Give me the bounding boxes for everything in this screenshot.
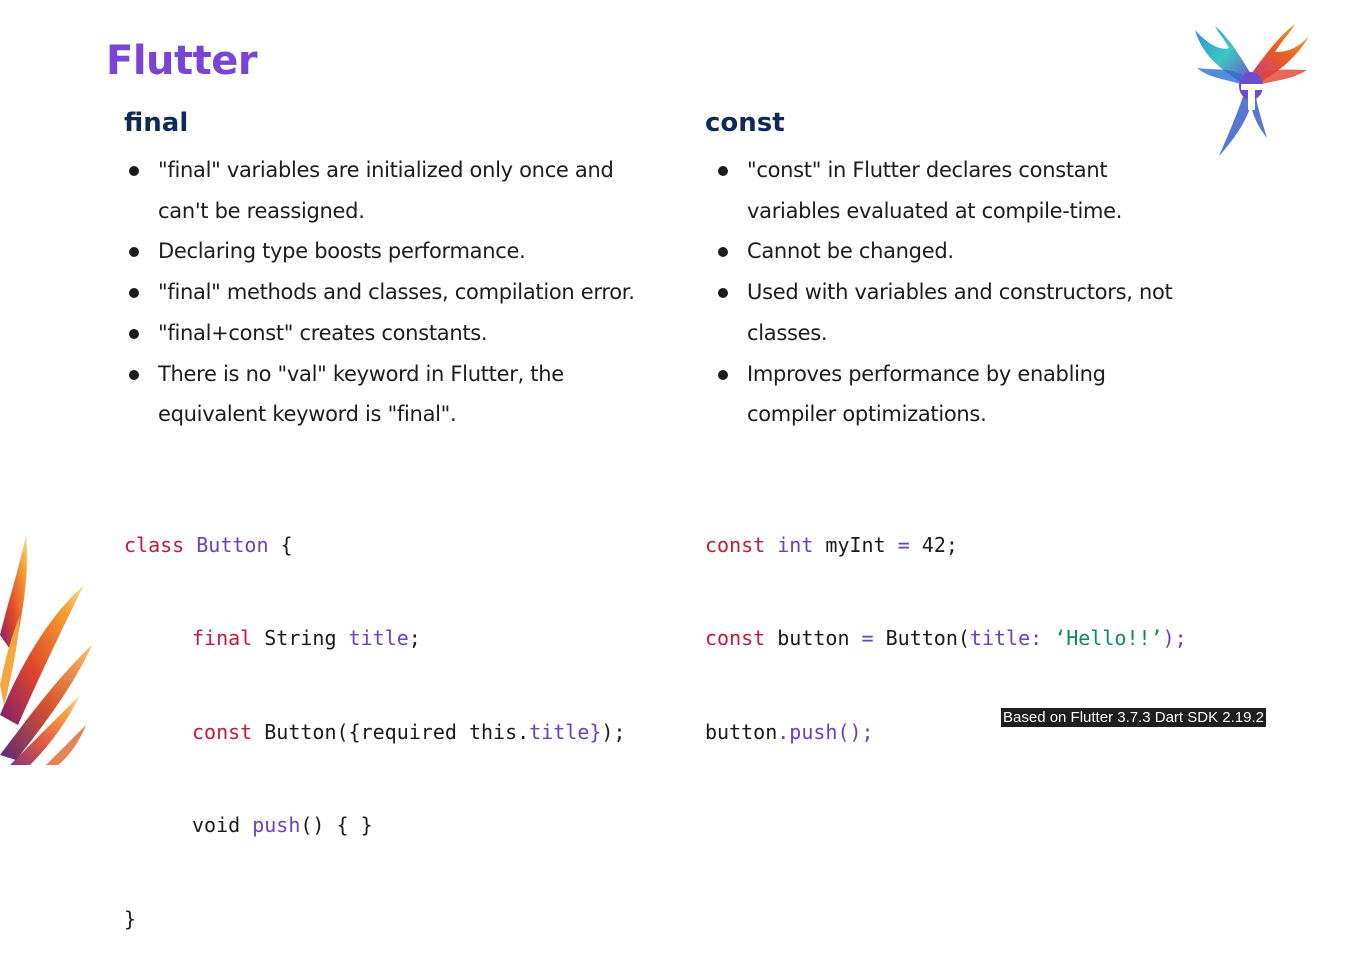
code-line: final String title; xyxy=(124,616,626,661)
code-method: push xyxy=(252,813,301,838)
const-bullet-list: "const" in Flutter declares constant var… xyxy=(713,150,1193,435)
list-item: Improves performance by enabling compile… xyxy=(713,354,1193,435)
list-item: Used with variables and constructors, no… xyxy=(713,272,1193,353)
code-keyword: class xyxy=(124,533,185,557)
code-line: const Button({required this.title}); xyxy=(124,710,626,755)
code-text: ); xyxy=(1162,626,1187,651)
code-type: int xyxy=(777,533,814,557)
code-class-name: Button xyxy=(196,533,269,557)
code-param: title: xyxy=(969,626,1043,651)
code-text: button xyxy=(705,719,778,744)
code-text: 42; xyxy=(909,533,958,557)
code-text: button xyxy=(765,626,862,651)
code-text: String xyxy=(252,626,349,651)
code-keyword: final xyxy=(192,626,253,651)
code-line: const button = Button(title: ‘Hello!!’); xyxy=(705,616,1187,661)
code-line: const int myInt = 42; xyxy=(705,523,1187,568)
final-bullet-list: "final" variables are initialized only o… xyxy=(124,150,664,435)
code-field: title} xyxy=(529,719,602,744)
list-item: "final+const" creates constants. xyxy=(124,313,664,354)
list-item: "final" variables are initialized only o… xyxy=(124,150,664,231)
version-note: Based on Flutter 3.7.3 Dart SDK 2.19.2 xyxy=(1001,708,1266,727)
code-text: { xyxy=(268,533,293,557)
code-operator: = xyxy=(861,626,874,651)
code-operator: = xyxy=(897,533,910,557)
code-text: void xyxy=(192,813,253,838)
list-item: "final" methods and classes, compilation… xyxy=(124,272,664,313)
code-line: button.push(); xyxy=(705,710,1187,755)
list-item: There is no "val" keyword in Flutter, th… xyxy=(124,354,664,435)
final-code-block: class Button { final String title; const… xyxy=(124,475,626,966)
list-item: "const" in Flutter declares constant var… xyxy=(713,150,1193,231)
flame-decoration-icon xyxy=(0,535,92,765)
code-text: } xyxy=(124,906,137,931)
page-title: Flutter xyxy=(106,38,258,84)
code-keyword: const xyxy=(192,719,253,744)
code-keyword: const xyxy=(705,626,766,651)
code-string: ‘Hello!!’ xyxy=(1054,626,1163,651)
code-text: ); xyxy=(601,719,626,744)
code-text: myInt xyxy=(813,533,898,557)
list-item: Declaring type boosts performance. xyxy=(124,231,664,272)
final-heading: final xyxy=(124,108,189,138)
code-line: class Button { xyxy=(124,523,626,568)
code-text: Button({required this. xyxy=(252,719,530,744)
code-method: .push(); xyxy=(777,719,874,744)
code-field: title xyxy=(348,626,409,651)
code-text: Button( xyxy=(873,626,970,651)
phoenix-logo-icon xyxy=(1195,24,1309,156)
code-keyword: const xyxy=(705,533,766,557)
code-text: () { } xyxy=(300,813,373,838)
code-line: void push() { } xyxy=(124,803,626,848)
code-line: } xyxy=(124,897,626,942)
list-item: Cannot be changed. xyxy=(713,231,1193,272)
const-code-block: const int myInt = 42; const button = But… xyxy=(705,475,1187,779)
const-heading: const xyxy=(705,108,785,138)
code-text: ; xyxy=(408,626,421,651)
